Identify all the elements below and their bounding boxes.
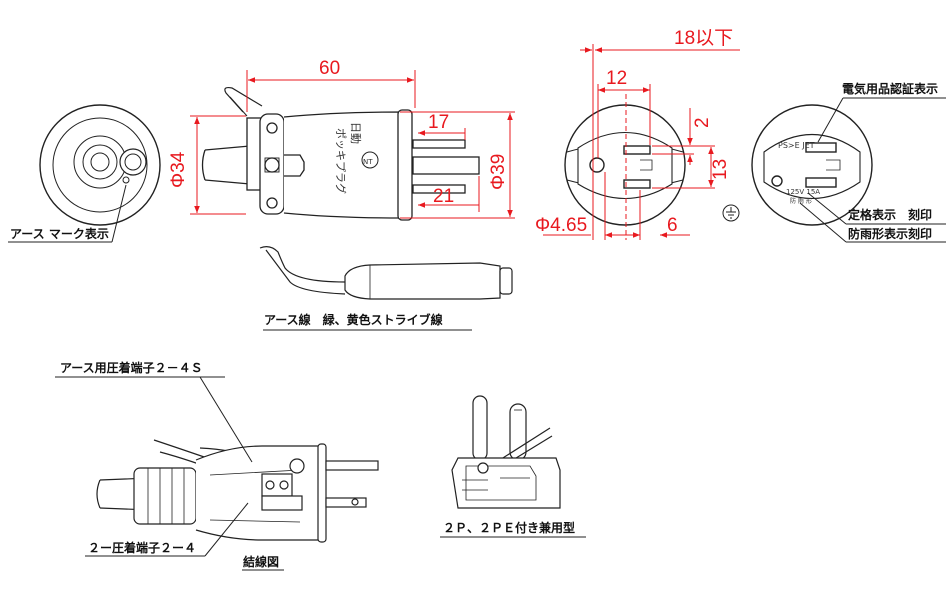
wiring-label: 結線図: [243, 554, 279, 569]
side-ring-mark: [361, 151, 379, 169]
combo-prong-left: [472, 395, 488, 461]
combo-pivot: [477, 462, 489, 474]
front-inner-ring: [52, 117, 148, 213]
side-front-ring: [397, 109, 413, 221]
combo-label: ２Ｐ、２ＰＥ付き兼用型: [443, 520, 575, 535]
earth-wire-label: アース線 緑、黄色ストライブ線: [264, 312, 443, 327]
dim-phi34: Φ34: [168, 151, 189, 188]
pin-face-view: [564, 104, 686, 226]
earth-wire-upper: [259, 246, 346, 283]
side-ring-text: NT: [363, 158, 373, 166]
rear-view: [751, 104, 873, 226]
side-prong-upper: [412, 139, 466, 149]
rear-stamp-rain: 防 雨 形: [790, 197, 812, 205]
pin-face-prong-upper: [623, 145, 651, 155]
rear-slot-lower: [805, 177, 837, 188]
earth-symbol-icon: [722, 204, 740, 222]
pse-mark-label: 電気用品認証表示: [842, 81, 938, 96]
rainproof-label: 防雨形表示刻印: [848, 226, 932, 241]
side-dimensions: [190, 70, 515, 219]
earth-mark-circle: [119, 148, 147, 176]
earth-wire-view: [259, 246, 513, 300]
side-body-print-2: ポッキプラグ: [334, 128, 348, 194]
earth-mark-label: アース マーク表示: [10, 226, 109, 241]
dim-12: 12: [606, 68, 627, 89]
dim-length: 60: [319, 58, 340, 79]
dim-phi465: Φ4.65: [535, 215, 587, 236]
front-cable-ring: [73, 135, 127, 189]
earth-wire-lower: [265, 249, 346, 295]
side-earth-pin: [412, 156, 480, 175]
side-body-print-1: 日動: [349, 122, 363, 144]
rear-leaders: [799, 97, 946, 243]
earth-wire-terminal: [499, 267, 513, 295]
side-cable: [204, 145, 251, 185]
rear-earth-hole: [771, 175, 783, 187]
wiring-prong-upper: [325, 460, 379, 471]
side-prong-lower: [412, 184, 466, 194]
crimp-2-label: ２ー圧着端子２ー４: [88, 540, 196, 555]
pin-face-earth-hole: [589, 157, 605, 173]
pin-face-outer: [564, 104, 686, 226]
dim-17: 17: [428, 112, 449, 133]
rear-stamp-rating: 125V 15A: [786, 188, 820, 196]
wiring-prong-lower: [325, 497, 367, 508]
dim-6: 6: [667, 215, 678, 236]
pin-face-prong-lower: [623, 179, 651, 189]
side-view: [201, 86, 480, 221]
front-view: [39, 104, 161, 226]
combo-view: [451, 395, 561, 509]
earth-wire-tube: [344, 262, 501, 300]
side-clamp: [259, 113, 285, 215]
earth-crimp-label: アース用圧着端子２－４Ｓ: [60, 360, 203, 375]
rear-outer: [751, 104, 873, 226]
rear-stamp-pse: PS>E JET: [778, 141, 815, 150]
wiring-diagram: [96, 439, 379, 543]
dim-phi39: Φ39: [488, 154, 509, 190]
earth-mark-leader: [111, 184, 127, 243]
wiring-clamp: [133, 467, 197, 525]
front-outer-ring: [39, 104, 161, 226]
earth-mark-dot: [122, 176, 130, 184]
dim-13: 13: [710, 159, 731, 180]
side-loop: [224, 86, 263, 113]
pin-face-dimensions: [543, 44, 740, 240]
dim-2: 2: [692, 117, 713, 128]
wiring-earth-screw: [289, 458, 305, 474]
rear-slot-upper: [805, 142, 837, 153]
dim-21: 21: [433, 186, 454, 207]
combo-housing: [451, 457, 561, 509]
dim-18: 18以下: [674, 28, 733, 49]
rating-label: 定格表示 刻印: [848, 207, 932, 222]
wiring-leaders: [55, 376, 253, 557]
